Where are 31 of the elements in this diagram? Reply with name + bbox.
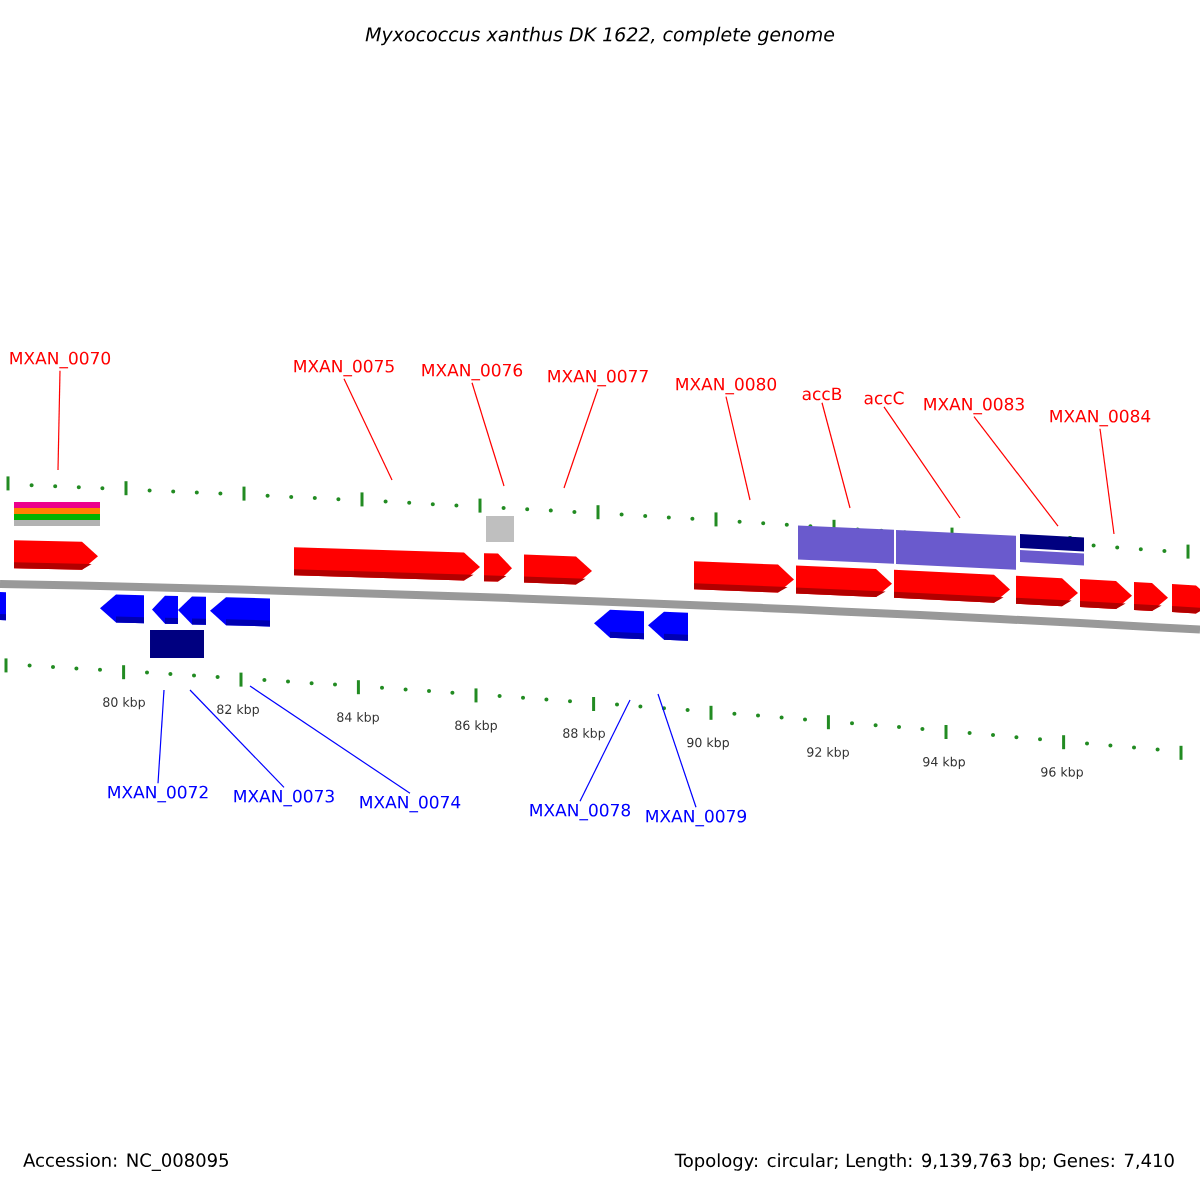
leader-line: [1099, 428, 1115, 535]
gene-label: MXAN_0078: [530, 803, 631, 821]
leader-line: [579, 699, 631, 802]
gene-label: MXAN_0073: [234, 789, 334, 807]
leader-line: [157, 689, 165, 784]
gene-label: MXAN_0075: [294, 359, 394, 377]
leader-line: [249, 685, 411, 794]
gene-label: accB: [802, 387, 842, 401]
leader-line: [821, 402, 851, 509]
gene-label: MXAN_0070: [10, 351, 111, 369]
leader-line: [883, 406, 961, 519]
accession-text: Accession: NC_008095: [23, 1153, 228, 1171]
leader-line: [725, 396, 751, 501]
leader-line: [343, 378, 393, 481]
leader-line: [657, 693, 697, 808]
gene-label: MXAN_0077: [548, 369, 648, 387]
leader-line: [189, 689, 285, 788]
leader-line: [973, 416, 1059, 527]
leader-line: [57, 370, 61, 471]
gene-label: MXAN_0076: [422, 363, 523, 381]
gene-label: MXAN_0083: [924, 397, 1024, 415]
title: Myxococcus xanthus DK 1622, complete genome: [365, 26, 835, 46]
gene-label: MXAN_0079: [646, 809, 746, 827]
gene-label: accC: [864, 391, 904, 405]
leader-line: [471, 382, 505, 487]
leader-line: [563, 388, 599, 489]
gene-label: MXAN_0084: [1050, 409, 1151, 427]
gene-label: MXAN_0080: [676, 377, 777, 395]
genome-info-text: Topology: circular; Length: 9,139,763 bp; Genes: 7,410: [674, 1153, 1174, 1171]
gene-label: MXAN_0072: [108, 785, 208, 803]
gene-label: MXAN_0074: [360, 795, 461, 813]
